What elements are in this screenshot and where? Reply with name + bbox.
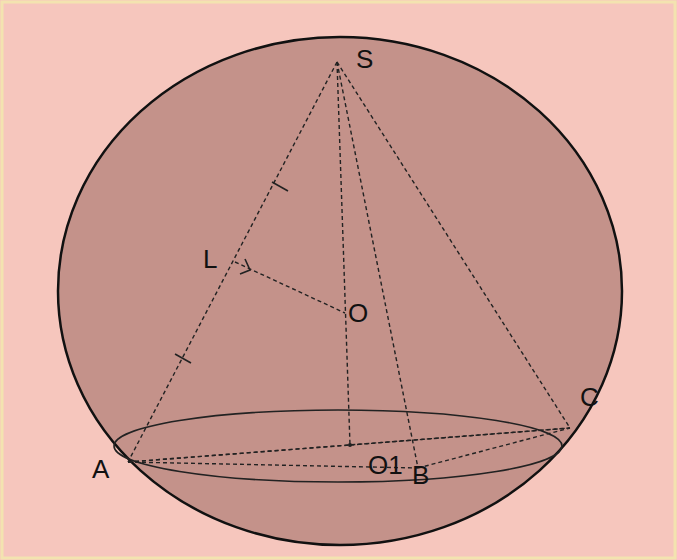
center-point: [348, 443, 352, 447]
point-label: L: [203, 246, 217, 272]
marks: [175, 182, 288, 363]
point-label: A: [92, 456, 109, 482]
point-label: O1: [368, 452, 403, 478]
point-label: O: [348, 300, 368, 326]
sphere: [58, 37, 622, 545]
point-label: C: [580, 384, 599, 410]
pyramid-edges: [128, 62, 570, 468]
base-circle: [114, 410, 562, 482]
point-label: S: [356, 46, 373, 72]
point-label: B: [412, 462, 429, 488]
